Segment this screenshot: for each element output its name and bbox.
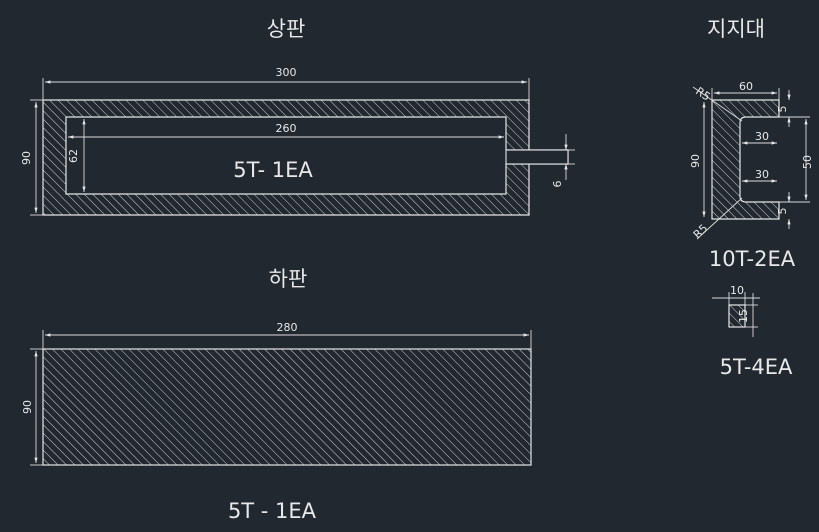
block-spec: 5T-4EA bbox=[720, 355, 793, 379]
dim-5-bottom: 5 bbox=[776, 208, 789, 215]
upper-plate-title: 상판 bbox=[267, 17, 306, 41]
upper-plate-frame bbox=[42, 99, 569, 216]
dim-10: 10 bbox=[730, 284, 744, 297]
block-body bbox=[728, 304, 746, 328]
dim-60: 60 bbox=[739, 80, 753, 93]
upper-plate: 상판 300 260 90 62 6 5T- 1EA bbox=[20, 17, 575, 216]
dim-300: 300 bbox=[276, 66, 297, 79]
upper-plate-spec: 5T- 1EA bbox=[233, 158, 313, 182]
dim-90-lower: 90 bbox=[21, 400, 34, 414]
dim-30-top: 30 bbox=[755, 130, 769, 143]
support: 지지대 60 90 30 30 50 5 5 R5 R5 10T-2EA bbox=[689, 17, 814, 271]
support-body bbox=[711, 99, 780, 220]
radius-bottom: R5 bbox=[691, 222, 711, 242]
radius-top: R5 bbox=[693, 85, 712, 104]
support-title: 지지대 bbox=[707, 17, 765, 41]
lower-plate-body bbox=[42, 348, 532, 466]
upper-plate-slot bbox=[505, 149, 569, 165]
dim-260: 260 bbox=[276, 122, 297, 135]
dim-30-bottom: 30 bbox=[755, 168, 769, 181]
lower-plate-title: 하판 bbox=[269, 267, 308, 291]
support-spec: 10T-2EA bbox=[709, 247, 796, 271]
dim-50: 50 bbox=[801, 155, 814, 169]
dim-280: 280 bbox=[277, 321, 298, 334]
dim-90-support: 90 bbox=[689, 154, 702, 168]
block: 10 15 5T-4EA bbox=[712, 284, 793, 379]
dim-90-upper: 90 bbox=[20, 151, 33, 165]
dim-15: 15 bbox=[737, 309, 750, 323]
lower-plate-spec: 5T - 1EA bbox=[228, 499, 317, 523]
lower-plate: 하판 280 90 5T - 1EA bbox=[21, 267, 532, 523]
dim-62: 62 bbox=[67, 149, 80, 163]
dim-5-top: 5 bbox=[776, 106, 789, 113]
dim-6: 6 bbox=[551, 181, 564, 188]
